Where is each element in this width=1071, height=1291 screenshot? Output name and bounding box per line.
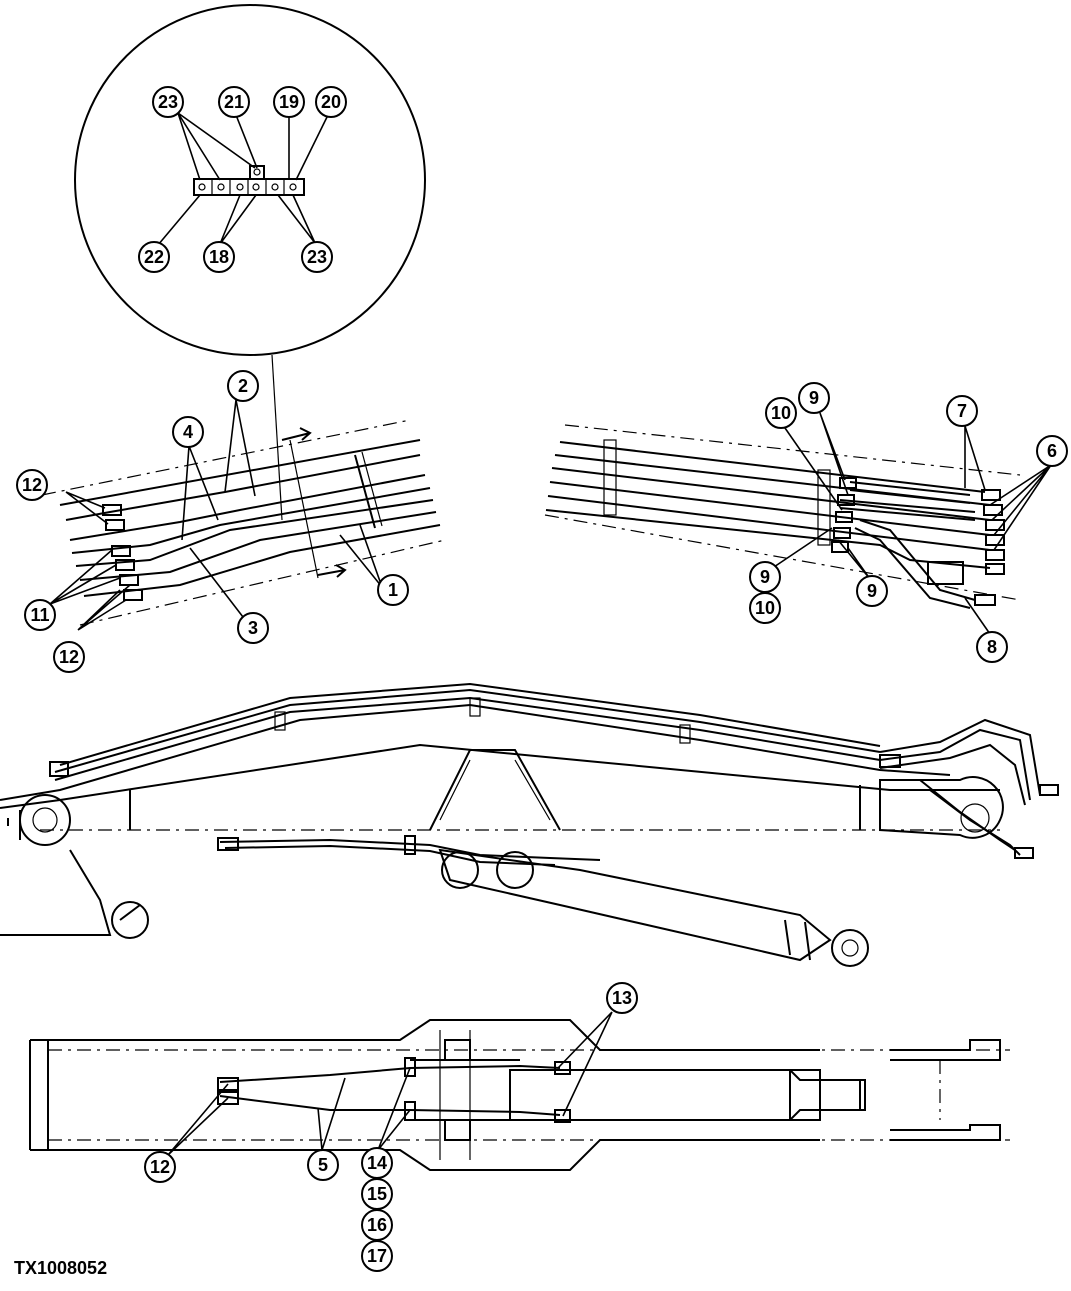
svg-text:12: 12 bbox=[22, 475, 42, 495]
callout-6: 6 bbox=[1036, 435, 1068, 467]
callout-11: 11 bbox=[24, 599, 56, 631]
callout-22: 22 bbox=[138, 241, 170, 273]
clamp-strap bbox=[817, 469, 831, 546]
svg-text:5: 5 bbox=[318, 1155, 328, 1175]
svg-text:13: 13 bbox=[612, 988, 632, 1008]
callout-10-top: 10 bbox=[765, 397, 797, 429]
svg-text:10: 10 bbox=[755, 598, 775, 618]
svg-text:15: 15 bbox=[367, 1184, 387, 1204]
callout-17: 17 bbox=[361, 1240, 393, 1272]
svg-text:19: 19 bbox=[279, 92, 299, 112]
callout-12-upper: 12 bbox=[16, 469, 48, 501]
svg-text:17: 17 bbox=[367, 1246, 387, 1266]
detail-leader-line bbox=[271, 354, 283, 521]
detail-circle bbox=[74, 4, 426, 356]
callout-9-lower-left: 9 bbox=[749, 561, 781, 593]
svg-text:22: 22 bbox=[144, 247, 164, 267]
svg-text:7: 7 bbox=[957, 401, 967, 421]
svg-text:4: 4 bbox=[183, 422, 193, 442]
detail-view bbox=[74, 4, 426, 521]
callout-10-lower: 10 bbox=[749, 592, 781, 624]
clamp-strap bbox=[603, 439, 617, 516]
callout-1: 1 bbox=[377, 574, 409, 606]
callout-20: 20 bbox=[315, 86, 347, 118]
svg-text:23: 23 bbox=[307, 247, 327, 267]
svg-text:18: 18 bbox=[209, 247, 229, 267]
clamp-block bbox=[193, 165, 305, 196]
clamp-strap bbox=[354, 454, 376, 529]
fitting bbox=[105, 519, 125, 531]
svg-text:12: 12 bbox=[59, 647, 79, 667]
callout-18: 18 bbox=[203, 241, 235, 273]
bracket bbox=[927, 561, 964, 585]
callout-3: 3 bbox=[237, 612, 269, 644]
callout-9-lower-right: 9 bbox=[856, 575, 888, 607]
callout-12-bottom: 12 bbox=[144, 1151, 176, 1183]
callout-14: 14 bbox=[361, 1147, 393, 1179]
fitting bbox=[102, 504, 122, 516]
callout-19: 19 bbox=[273, 86, 305, 118]
callout-8: 8 bbox=[976, 631, 1008, 663]
svg-text:2: 2 bbox=[238, 376, 248, 396]
svg-text:10: 10 bbox=[771, 403, 791, 423]
callout-4: 4 bbox=[172, 416, 204, 448]
svg-text:9: 9 bbox=[867, 581, 877, 601]
right-boom-section bbox=[544, 412, 1052, 635]
svg-text:12: 12 bbox=[150, 1157, 170, 1177]
arm-top-view bbox=[29, 1011, 1010, 1171]
svg-text:20: 20 bbox=[321, 92, 341, 112]
callout-23-top: 23 bbox=[152, 86, 184, 118]
svg-text:14: 14 bbox=[367, 1153, 387, 1173]
svg-text:6: 6 bbox=[1047, 441, 1057, 461]
svg-text:9: 9 bbox=[809, 388, 819, 408]
svg-text:16: 16 bbox=[367, 1215, 387, 1235]
svg-text:8: 8 bbox=[987, 637, 997, 657]
callout-15: 15 bbox=[361, 1178, 393, 1210]
fitting bbox=[123, 589, 143, 601]
svg-text:21: 21 bbox=[224, 92, 244, 112]
callout-21: 21 bbox=[218, 86, 250, 118]
callout-23-bottom: 23 bbox=[301, 241, 333, 273]
svg-text:1: 1 bbox=[388, 580, 398, 600]
svg-text:11: 11 bbox=[30, 605, 49, 625]
callout-12-lower: 12 bbox=[53, 641, 85, 673]
svg-text:3: 3 bbox=[248, 618, 258, 638]
callout-9-top: 9 bbox=[798, 382, 830, 414]
callout-16: 16 bbox=[361, 1209, 393, 1241]
callout-2: 2 bbox=[227, 370, 259, 402]
callout-7: 7 bbox=[946, 395, 978, 427]
callout-5: 5 bbox=[307, 1149, 339, 1181]
left-boom-section bbox=[41, 399, 446, 631]
boom-side-view bbox=[0, 682, 1059, 967]
svg-text:9: 9 bbox=[760, 567, 770, 587]
callout-13: 13 bbox=[606, 982, 638, 1014]
figure-id-label: TX1008052 bbox=[14, 1258, 108, 1278]
svg-text:23: 23 bbox=[158, 92, 178, 112]
callout-group: 23 21 19 20 22 18 23 2 4 12 1 3 11 12 9 … bbox=[16, 86, 1068, 1272]
